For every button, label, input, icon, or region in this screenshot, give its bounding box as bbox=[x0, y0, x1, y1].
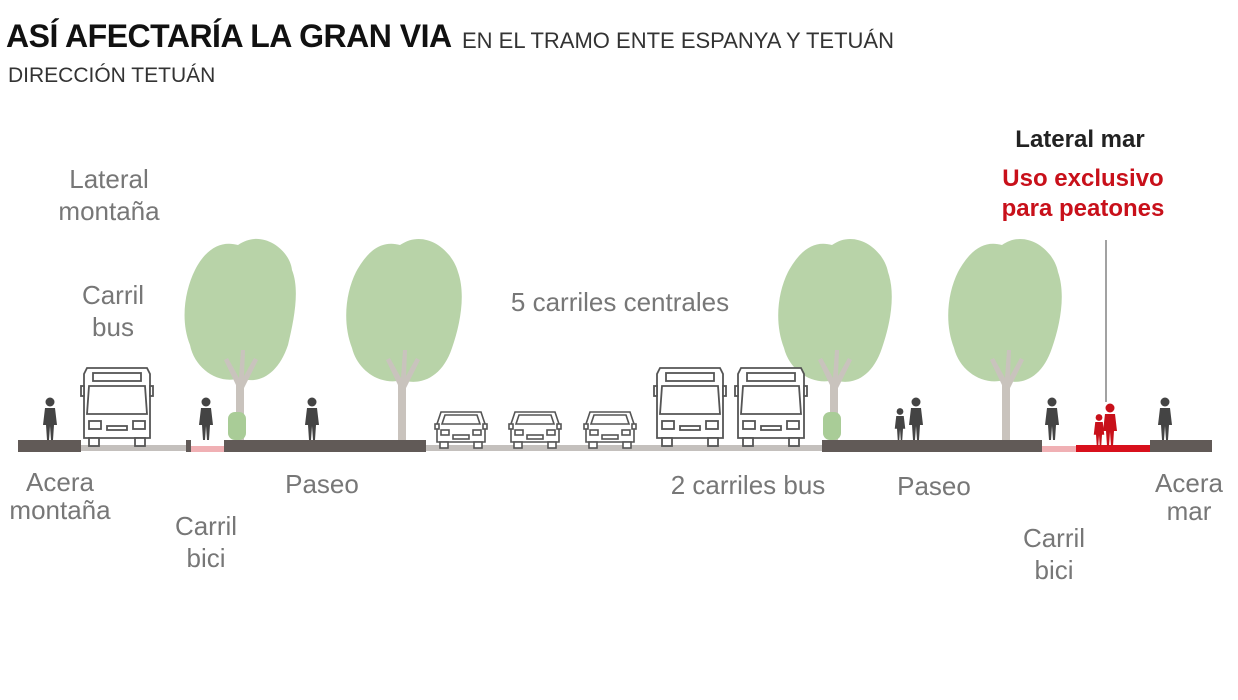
tree-icon bbox=[346, 238, 462, 440]
label-lateral-montana: Lateral montaña bbox=[58, 164, 160, 226]
label-carriles-centrales: 5 carriles centrales bbox=[510, 287, 730, 317]
curb-left bbox=[186, 440, 191, 452]
pedestrian-icon bbox=[1158, 397, 1172, 440]
paseo-left-surface bbox=[224, 440, 426, 452]
tree-icon bbox=[948, 238, 1062, 440]
pedestrian-icon bbox=[1093, 403, 1117, 446]
acera-montana-surface bbox=[18, 440, 81, 452]
acera-mar-surface bbox=[1150, 440, 1212, 452]
label-carril-bici-left: Carril bici bbox=[174, 511, 238, 573]
label-paseo-right: Paseo bbox=[897, 471, 971, 501]
direction-label: DIRECCIÓN TETUÁN bbox=[8, 64, 216, 87]
carril-bus-surface bbox=[81, 445, 189, 451]
family-icon bbox=[894, 397, 923, 440]
carril-bici-left-surface bbox=[190, 446, 224, 452]
car-icon bbox=[583, 411, 637, 449]
pedestrian-icon bbox=[1045, 397, 1059, 440]
pedestrian-icon bbox=[43, 397, 57, 440]
carril-bici-right-surface bbox=[1042, 446, 1076, 452]
label-paseo-left: Paseo bbox=[285, 469, 359, 499]
page-title: ASÍ AFECTARÍA LA GRAN VIA bbox=[6, 18, 452, 54]
page-subtitle: EN EL TRAMO ENTE ESPANYA Y TETUÁN bbox=[462, 28, 894, 53]
paseo-right-surface bbox=[822, 440, 1042, 452]
car-icon bbox=[434, 411, 488, 449]
car-icon bbox=[508, 411, 562, 449]
label-acera-mar: Acera mar bbox=[1155, 468, 1223, 526]
label-carril-bus: Carril bus bbox=[81, 280, 145, 342]
bus-icon bbox=[653, 367, 727, 447]
tree-icon bbox=[778, 238, 892, 440]
bus-icon bbox=[734, 367, 808, 447]
pedestrian-zone-surface bbox=[1076, 445, 1150, 452]
label-acera-montana: Acera montaña bbox=[9, 467, 111, 525]
pedestrian-icon bbox=[199, 397, 213, 440]
tree-icon bbox=[184, 238, 296, 440]
label-lateral-mar: Lateral mar bbox=[1015, 126, 1145, 153]
bus-icon bbox=[80, 367, 154, 447]
label-carril-bici-right: Carril bici bbox=[1022, 523, 1086, 585]
pedestrian-icon bbox=[305, 397, 319, 440]
label-dos-carriles-bus: 2 carriles bus bbox=[670, 470, 826, 500]
label-uso-exclusivo: Uso exclusivo para peatones bbox=[1001, 165, 1165, 222]
